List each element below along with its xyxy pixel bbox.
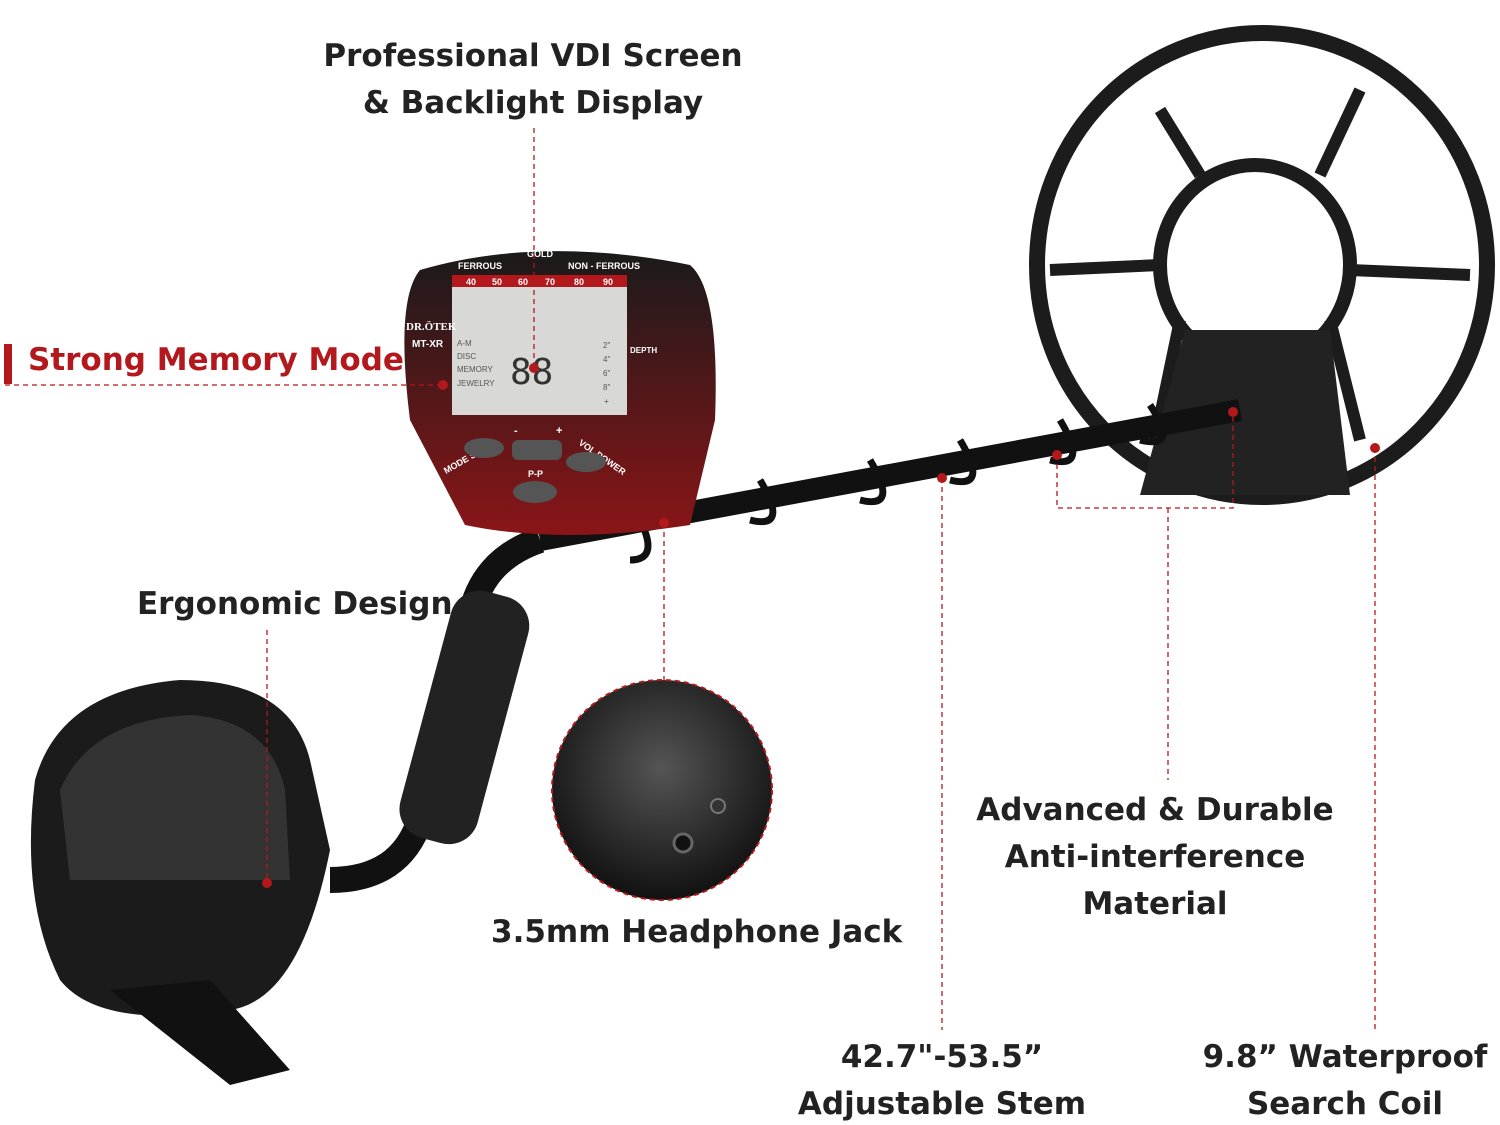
search-coil bbox=[1029, 25, 1495, 505]
material-line-2: Anti-interference bbox=[1004, 839, 1306, 875]
depth-2: 2" bbox=[603, 341, 610, 350]
minus-label: - bbox=[514, 425, 518, 437]
coil-line-2: Search Coil bbox=[1246, 1086, 1444, 1122]
digit-display: 88 bbox=[510, 352, 553, 393]
headphone-jack-label: 3.5mm Headphone Jack bbox=[491, 914, 903, 950]
vol-power-button[interactable] bbox=[566, 452, 606, 472]
material-label: Advanced & Durable Anti-interference Mat… bbox=[955, 787, 1355, 928]
ergonomic-label: Ergonomic Design bbox=[137, 586, 453, 622]
arm-cuff bbox=[30, 680, 331, 1085]
scale-70: 70 bbox=[545, 277, 555, 287]
scale-60: 60 bbox=[518, 277, 528, 287]
vdi-line-1: Professional VDI Screen bbox=[323, 38, 743, 74]
stem-label: 42.7"-53.5” Adjustable Stem bbox=[792, 1034, 1092, 1125]
plus-label: + bbox=[556, 425, 562, 437]
vdi-screen-label: Professional VDI Screen & Backlight Disp… bbox=[283, 33, 783, 127]
coil-label: 9.8” Waterproof Search Coil bbox=[1195, 1034, 1495, 1125]
ferrous-label: FERROUS bbox=[458, 261, 502, 271]
model-label: MT-XR bbox=[412, 339, 444, 350]
control-box: GOLD FERROUS NON - FERROUS 40 50 60 70 8… bbox=[404, 249, 716, 535]
coil-line-1: 9.8” Waterproof bbox=[1202, 1039, 1488, 1075]
scale-80: 80 bbox=[574, 277, 584, 287]
pp-label: P-P bbox=[528, 469, 543, 479]
brand-logo: DR.ÖTEK bbox=[406, 320, 457, 333]
material-line-3: Material bbox=[1082, 886, 1228, 922]
vdi-line-2: & Backlight Display bbox=[362, 85, 704, 121]
depth-6: 6" bbox=[603, 369, 610, 378]
minus-plus-button[interactable] bbox=[512, 440, 562, 460]
depth-4: 4" bbox=[603, 355, 610, 364]
mode-am: A-M bbox=[457, 339, 472, 348]
mode-memory: MEMORY bbox=[457, 365, 494, 374]
headphone-jack-closeup bbox=[551, 679, 773, 901]
depth-label: DEPTH bbox=[630, 346, 657, 355]
leader-lines bbox=[5, 128, 1376, 1030]
depth-8: 8" bbox=[603, 383, 610, 392]
depth-plus: + bbox=[604, 397, 609, 406]
scale-40: 40 bbox=[466, 277, 476, 287]
scale-50: 50 bbox=[492, 277, 502, 287]
non-ferrous-label: NON - FERROUS bbox=[568, 261, 640, 271]
stem-line-1: 42.7"-53.5” bbox=[840, 1039, 1044, 1075]
material-line-1: Advanced & Durable bbox=[976, 792, 1334, 828]
stem-line-2: Adjustable Stem bbox=[797, 1086, 1087, 1122]
pinpoint-button[interactable] bbox=[513, 481, 557, 503]
mode-disc: DISC bbox=[457, 352, 476, 361]
memory-accent-bar bbox=[4, 344, 12, 384]
memory-mode-label: Strong Memory Mode bbox=[28, 342, 404, 378]
leader-dots bbox=[262, 363, 1380, 888]
gold-label: GOLD bbox=[527, 249, 553, 259]
mode-sens-button[interactable] bbox=[464, 438, 504, 458]
mode-jewelry: JEWELRY bbox=[457, 379, 495, 388]
scale-90: 90 bbox=[603, 277, 613, 287]
